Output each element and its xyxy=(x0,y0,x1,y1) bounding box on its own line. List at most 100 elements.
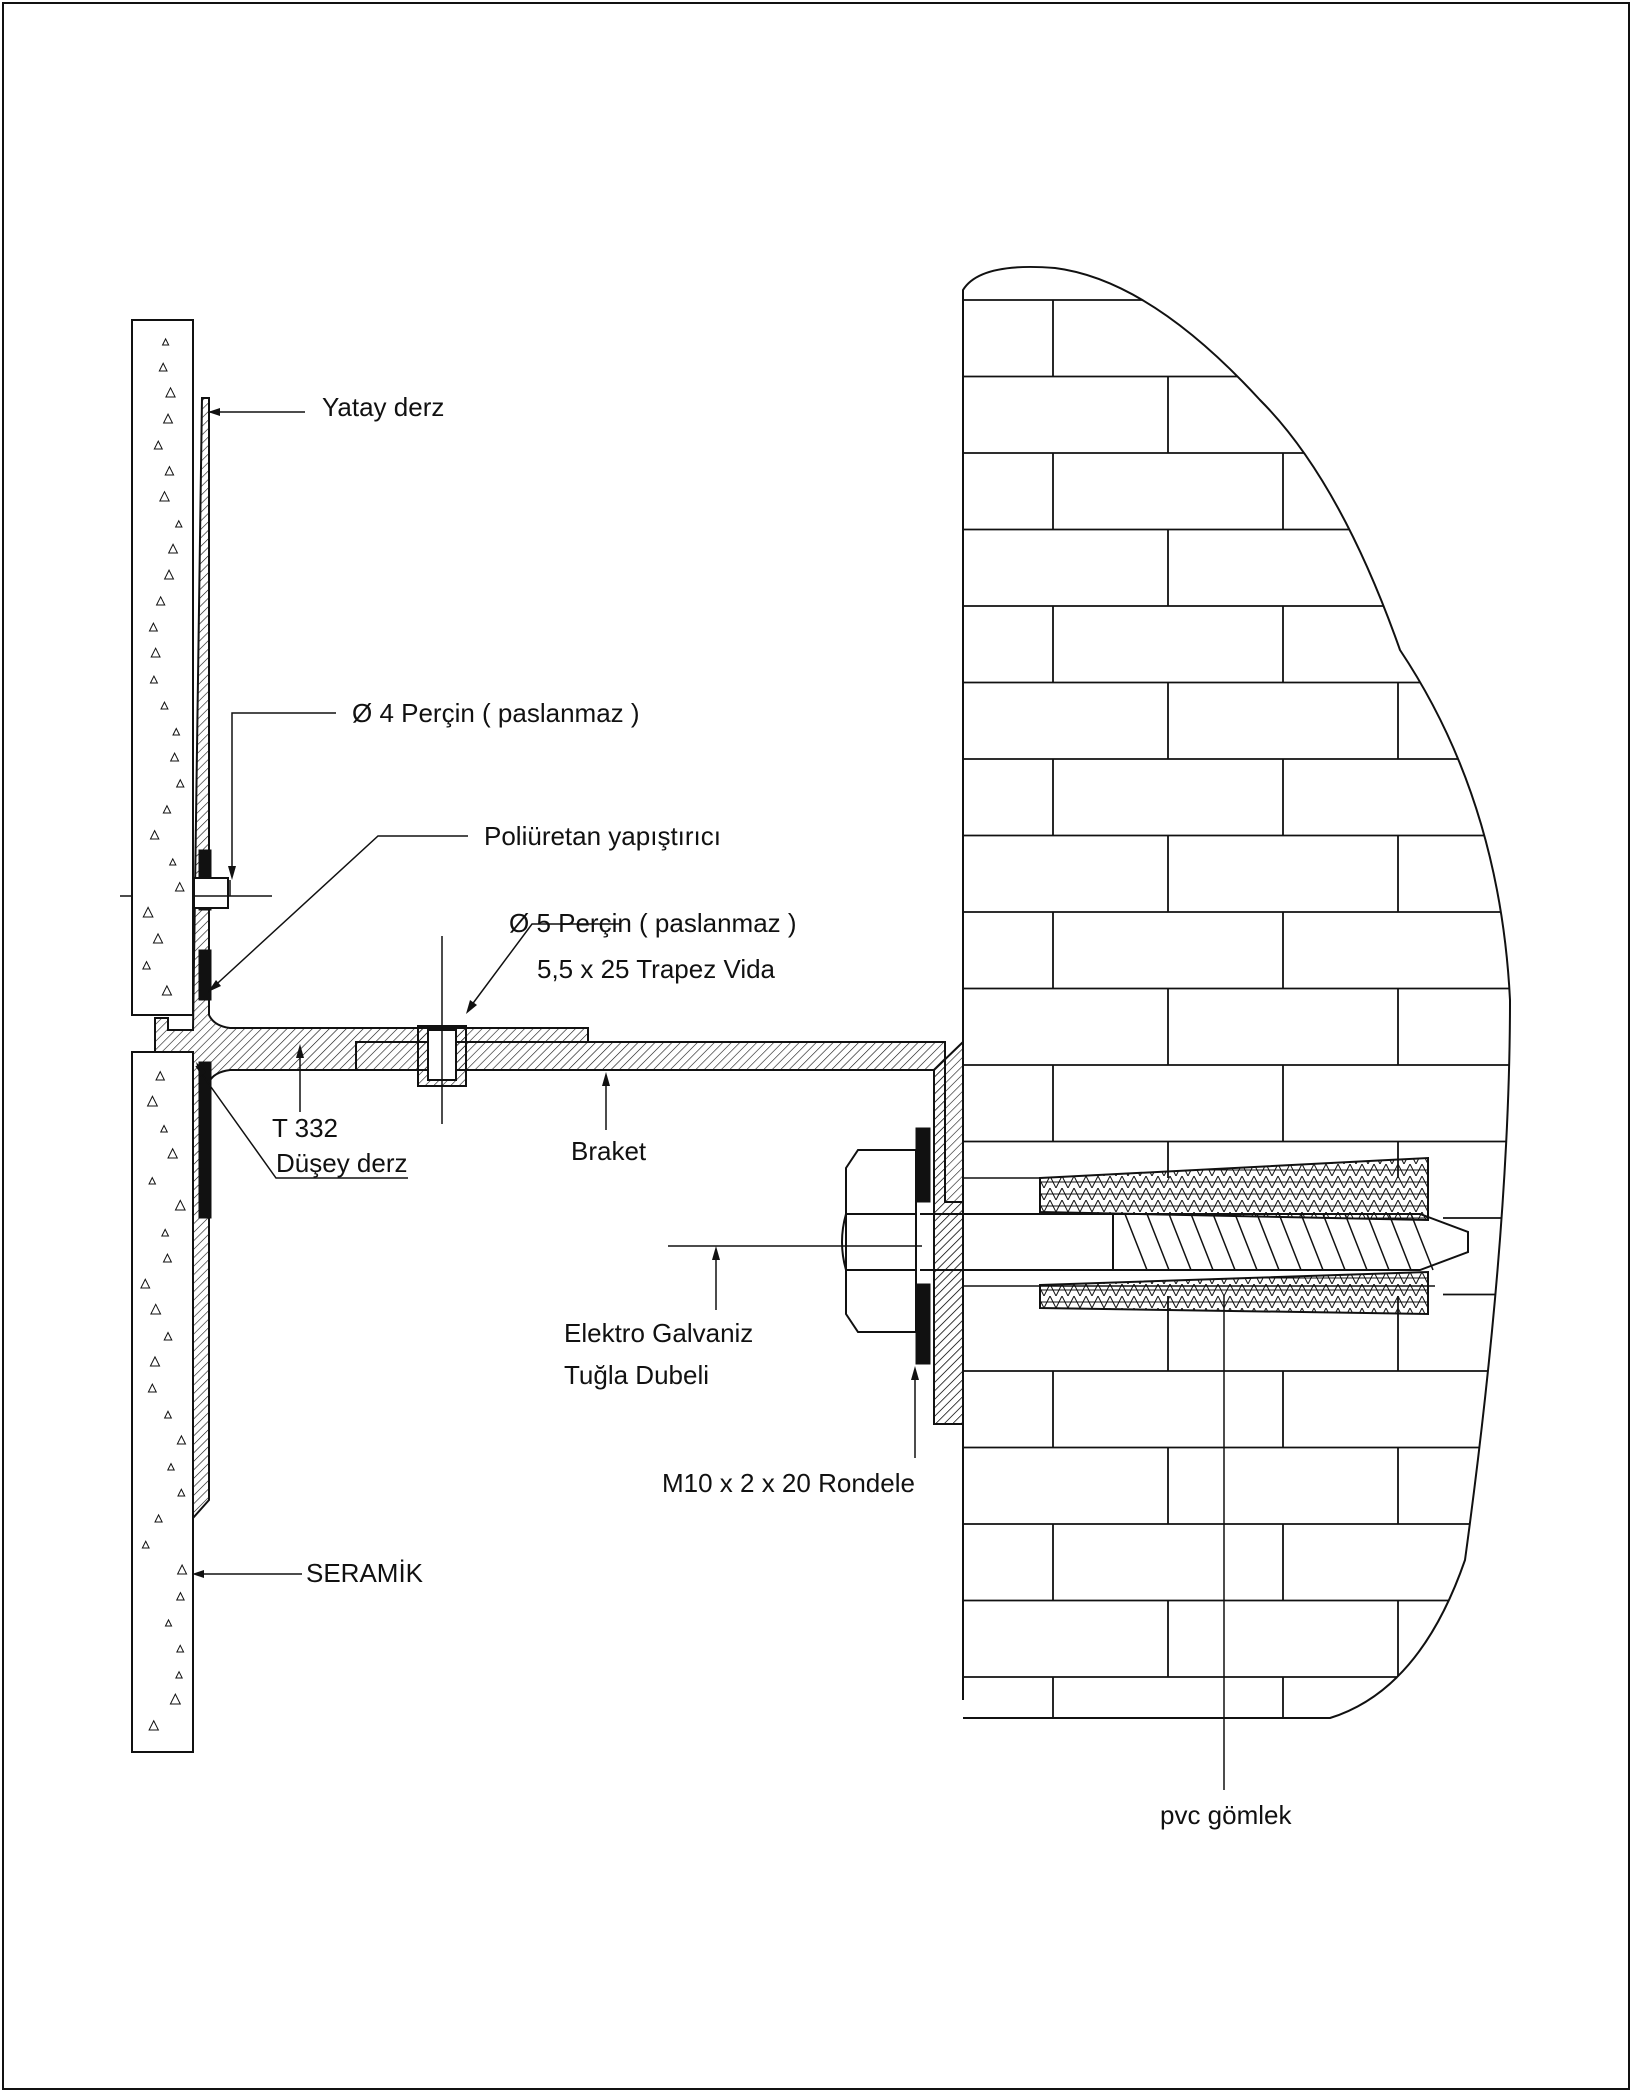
rivet-4 xyxy=(120,849,272,1219)
aggregate-mark xyxy=(154,1513,163,1523)
t332-profile xyxy=(154,397,589,1521)
aggregate-mark xyxy=(148,622,159,632)
bolt-head xyxy=(841,1149,917,1333)
leader-yatay-derz xyxy=(208,408,305,416)
bracket-vertical xyxy=(933,1039,964,1425)
aggregate-mark xyxy=(148,1176,157,1185)
pvc-sleeve xyxy=(1039,1156,1429,1316)
aggregate-mark xyxy=(165,386,176,398)
leader-poliuretan xyxy=(207,835,468,993)
aggregate-mark xyxy=(175,1591,185,1601)
screw-thread-line xyxy=(1256,1213,1280,1271)
aggregate-mark xyxy=(159,1124,169,1133)
aggregate-mark xyxy=(150,647,161,658)
ceramic-panel-top xyxy=(131,319,194,1016)
leader-elektro-galvaniz xyxy=(668,1245,922,1310)
aggregate-mark xyxy=(140,1278,151,1289)
aggregate-mark xyxy=(163,1331,173,1341)
label-t332: T 332 xyxy=(272,1113,338,1143)
aggregate-mark xyxy=(176,1434,187,1445)
aggregate-mark xyxy=(142,906,154,918)
aggregate-mark xyxy=(167,543,179,554)
aggregate-mark xyxy=(176,1644,185,1653)
label-percin4: Ø 4 Perçin ( paslanmaz ) xyxy=(352,698,640,728)
screw-thread-line xyxy=(1190,1213,1214,1271)
aggregate-mark xyxy=(174,1199,186,1211)
aggregate-mark xyxy=(149,674,159,684)
anchor-screw xyxy=(920,1177,1469,1287)
brick-wall xyxy=(962,265,1512,1719)
label-seramik: SERAMİK xyxy=(306,1558,424,1588)
label-percin5: Ø 5 Perçin ( paslanmaz ) xyxy=(509,908,797,938)
aggregate-mark xyxy=(163,569,175,580)
aggregate-mark xyxy=(164,465,175,476)
leader-percin5 xyxy=(466,923,620,1014)
leader-percin4 xyxy=(228,712,336,880)
aggregate-mark xyxy=(161,337,170,346)
screw-thread-line xyxy=(1300,1213,1324,1271)
leader-rondele xyxy=(911,1366,919,1458)
aggregate-mark xyxy=(152,932,164,944)
aggregate-mark xyxy=(169,1693,182,1705)
label-yatay-derz: Yatay derz xyxy=(322,392,444,422)
label-pvc-gomlek: pvc gömlek xyxy=(1160,1800,1292,1830)
screw-thread-line xyxy=(1278,1213,1302,1271)
aggregate-mark xyxy=(164,1618,173,1627)
aggregate-mark xyxy=(149,829,160,840)
label-dusey-derz: Düşey derz xyxy=(276,1148,408,1178)
washer-bottom xyxy=(915,1283,931,1365)
aggregate-mark xyxy=(161,984,173,996)
aggregate-mark xyxy=(172,727,181,736)
aggregate-mark xyxy=(162,804,172,814)
washer-top xyxy=(915,1127,931,1203)
screw-thread-line xyxy=(1366,1213,1390,1271)
screw-thread-line xyxy=(1146,1213,1170,1271)
aggregate-mark xyxy=(162,413,174,424)
aggregate-mark xyxy=(155,1070,166,1081)
screw-thread-line xyxy=(1124,1213,1148,1271)
label-trapez-vida: 5,5 x 25 Trapez Vida xyxy=(537,954,776,984)
label-elektro-galvaniz: Elektro Galvaniz xyxy=(564,1318,753,1348)
aggregate-mark xyxy=(155,595,166,606)
aggregate-mark xyxy=(159,490,170,502)
aggregate-mark xyxy=(147,1383,158,1393)
aggregate-mark xyxy=(174,519,183,528)
aggregate-mark xyxy=(163,1410,173,1419)
label-rondele: M10 x 2 x 20 Rondele xyxy=(662,1468,915,1498)
leader-seramik xyxy=(192,1570,302,1578)
aggregate-mark xyxy=(141,1540,150,1549)
aggregate-mark xyxy=(166,1462,176,1471)
leader-dusey-derz xyxy=(195,1062,408,1179)
aggregate-mark xyxy=(161,1228,170,1237)
aggregate-mark xyxy=(150,1303,162,1315)
label-tugla-dubeli: Tuğla Dubeli xyxy=(564,1360,709,1390)
aggregate-mark xyxy=(169,752,180,762)
label-braket: Braket xyxy=(571,1136,647,1166)
aggregate-mark xyxy=(177,1488,186,1497)
leader-braket xyxy=(602,1072,610,1130)
screw-thread-line xyxy=(1410,1213,1434,1271)
aggregate-mark xyxy=(167,1147,179,1159)
aggregate-mark xyxy=(153,439,164,450)
aggregate-mark xyxy=(148,1719,160,1731)
rivet-5 xyxy=(417,936,467,1124)
aggregate-mark xyxy=(175,1670,184,1679)
ceramic-panel-bottom xyxy=(131,1051,194,1753)
aggregate-mark xyxy=(174,881,185,892)
aggregate-mark xyxy=(149,1355,161,1367)
aggregate-mark xyxy=(142,960,152,970)
aggregate-mark xyxy=(146,1095,159,1107)
label-poliuretan: Poliüretan yapıştırıcı xyxy=(484,821,721,851)
aggregate-mark xyxy=(160,700,169,710)
screw-thread-line xyxy=(1388,1213,1412,1271)
aggregate-mark xyxy=(175,778,185,788)
aggregate-mark xyxy=(162,1253,173,1263)
screw-thread-line xyxy=(1322,1213,1346,1271)
aggregate-mark xyxy=(158,362,168,372)
aggregate-mark xyxy=(168,857,177,866)
screw-thread-line xyxy=(1234,1213,1258,1271)
screw-thread-line xyxy=(1212,1213,1236,1271)
screw-thread-line xyxy=(1344,1213,1368,1271)
